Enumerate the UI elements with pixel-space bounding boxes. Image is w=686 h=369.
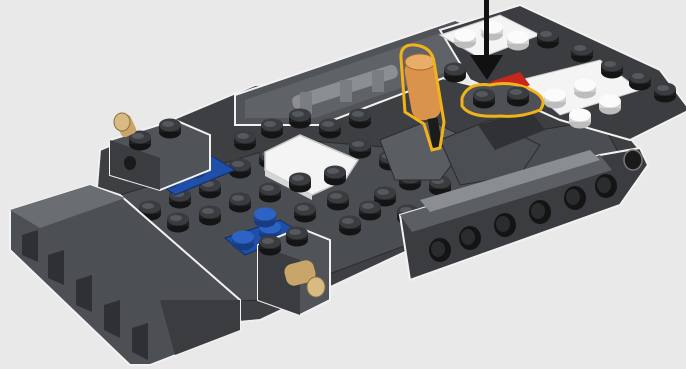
round-plate-piece [462, 84, 543, 117]
lower-left-brick [258, 227, 330, 316]
